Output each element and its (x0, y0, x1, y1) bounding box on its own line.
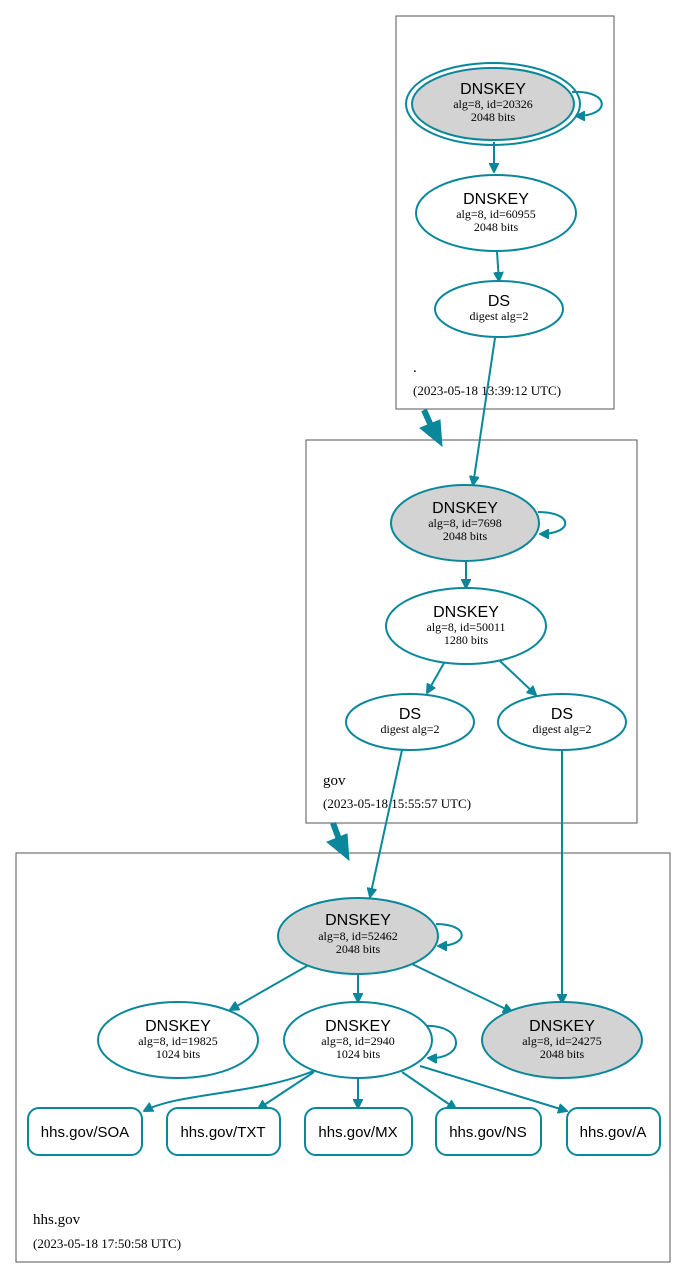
edge-hhs-ksk-k24275 (411, 963, 512, 1012)
delegation-arrow-gov-hhs (326, 821, 350, 862)
node-gov-ds1: DS digest alg=2 (345, 693, 475, 751)
node-root-ksk-type: DNSKEY (460, 81, 526, 98)
node-hhs-k24275-type: DNSKEY (529, 1018, 595, 1035)
zone-gov-name: gov (323, 773, 346, 789)
node-gov-zsk-bits: 1280 bits (444, 633, 489, 647)
node-gov-ksk: DNSKEY alg=8, id=7698 2048 bits (390, 484, 540, 562)
rrset-mx: hhs.gov/MX (304, 1107, 413, 1156)
delegation-arrow-root-gov (419, 408, 443, 448)
edge-gov-zsk-ds1 (427, 662, 445, 693)
edge-hhs-zsk-soa (144, 1068, 319, 1111)
selfloop-hhs-ksk (435, 923, 463, 946)
rrset-a-label: hhs.gov/A (580, 1124, 647, 1141)
node-gov-zsk-type: DNSKEY (433, 604, 499, 621)
node-hhs-zsk: DNSKEY alg=8, id=2940 1024 bits (283, 1001, 433, 1079)
node-root-ds: DS digest alg=2 (434, 280, 564, 338)
node-hhs-k19825: DNSKEY alg=8, id=19825 1024 bits (97, 1001, 259, 1079)
edge-hhs-ksk-k19825 (230, 965, 308, 1010)
node-hhs-ksk-type: DNSKEY (325, 912, 391, 929)
node-root-zsk: DNSKEY alg=8, id=60955 2048 bits (415, 174, 577, 252)
node-gov-ksk-type: DNSKEY (432, 500, 498, 517)
node-hhs-k19825-type: DNSKEY (145, 1018, 211, 1035)
selfloop-root-ksk (571, 90, 603, 116)
node-gov-ksk-alg: alg=8, id=7698 (428, 516, 502, 530)
node-hhs-k19825-bits: 1024 bits (156, 1047, 201, 1061)
node-hhs-k19825-alg: alg=8, id=19825 (138, 1034, 218, 1048)
rrset-a: hhs.gov/A (566, 1107, 661, 1156)
zone-root-name: . (413, 360, 417, 376)
node-hhs-k24275-alg: alg=8, id=24275 (522, 1034, 602, 1048)
node-gov-ksk-bits: 2048 bits (443, 529, 488, 543)
rrset-txt: hhs.gov/TXT (166, 1107, 281, 1156)
node-root-zsk-type: DNSKEY (463, 191, 529, 208)
edge-root-zsk-ds (497, 251, 499, 281)
edge-hhs-zsk-a (419, 1065, 567, 1111)
node-root-zsk-alg: alg=8, id=60955 (456, 207, 536, 221)
node-hhs-k24275: DNSKEY alg=8, id=24275 2048 bits (481, 1001, 643, 1079)
rrset-soa: hhs.gov/SOA (27, 1107, 143, 1156)
edge-root-ds-gov-ksk (473, 337, 496, 485)
node-root-ksk-alg: alg=8, id=20326 (453, 97, 533, 111)
node-gov-ds1-digest: digest alg=2 (380, 722, 439, 736)
node-root-ksk: DNSKEY alg=8, id=20326 2048 bits (405, 62, 581, 146)
node-hhs-ksk-alg: alg=8, id=52462 (318, 929, 398, 943)
rrset-soa-label: hhs.gov/SOA (41, 1124, 129, 1141)
node-hhs-ksk: DNSKEY alg=8, id=52462 2048 bits (277, 897, 439, 975)
edge-gov-ds1-hhs-ksk (370, 749, 403, 897)
node-hhs-zsk-alg: alg=8, id=2940 (321, 1034, 395, 1048)
node-gov-ds2-type: DS (551, 706, 573, 723)
edge-gov-zsk-ds2 (499, 660, 536, 695)
node-hhs-k24275-bits: 2048 bits (540, 1047, 585, 1061)
node-hhs-zsk-bits: 1024 bits (336, 1047, 381, 1061)
rrset-ns: hhs.gov/NS (435, 1107, 542, 1156)
node-gov-ds2: DS digest alg=2 (497, 693, 627, 751)
zone-hhs-time: (2023-05-18 17:50:58 UTC) (33, 1236, 181, 1251)
node-gov-zsk: DNSKEY alg=8, id=50011 1280 bits (385, 587, 547, 665)
node-root-zsk-bits: 2048 bits (474, 220, 519, 234)
zone-gov-time: (2023-05-18 15:55:57 UTC) (323, 796, 471, 811)
node-hhs-zsk-type: DNSKEY (325, 1018, 391, 1035)
zone-hhs-name: hhs.gov (33, 1212, 81, 1228)
zone-root-time: (2023-05-18 13:39:12 UTC) (413, 383, 561, 398)
edge-hhs-zsk-txt (258, 1071, 315, 1109)
selfloop-hhs-zsk (423, 1024, 457, 1058)
edges (144, 90, 603, 1111)
node-gov-ds2-digest: digest alg=2 (532, 722, 591, 736)
node-gov-ds1-type: DS (399, 706, 421, 723)
node-root-ds-digest: digest alg=2 (469, 309, 528, 323)
node-root-ksk-bits: 2048 bits (471, 110, 516, 124)
node-gov-zsk-alg: alg=8, id=50011 (426, 620, 505, 634)
rrset-mx-label: hhs.gov/MX (318, 1124, 397, 1141)
node-root-ds-type: DS (488, 293, 510, 310)
edge-hhs-zsk-ns (401, 1071, 456, 1109)
node-hhs-ksk-bits: 2048 bits (336, 942, 381, 956)
rrset-ns-label: hhs.gov/NS (449, 1124, 527, 1141)
rrset-txt-label: hhs.gov/TXT (180, 1124, 265, 1141)
selfloop-gov-ksk (537, 511, 567, 534)
